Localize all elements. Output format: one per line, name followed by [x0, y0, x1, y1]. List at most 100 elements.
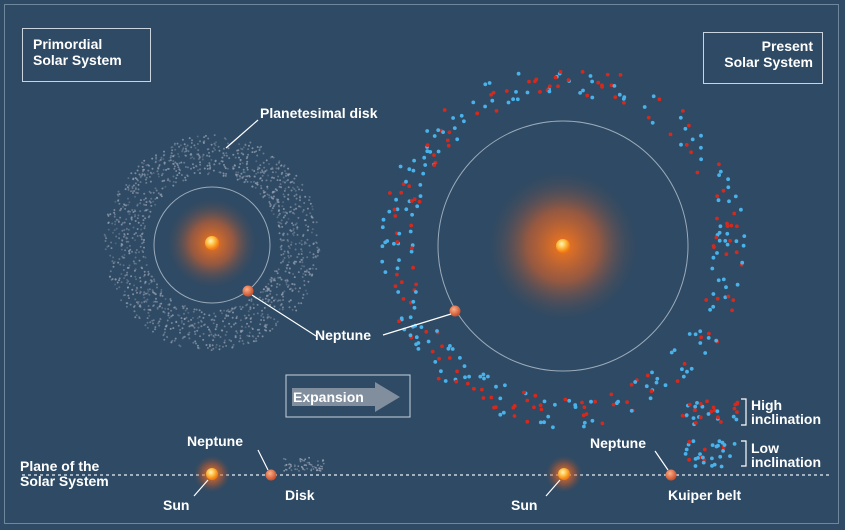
- disk-particle: [275, 198, 278, 201]
- disk-particle: [122, 235, 125, 238]
- disk-particle: [120, 207, 123, 210]
- kuiper-object: [436, 128, 441, 133]
- disk-particle: [292, 273, 295, 275]
- disk-particle: [191, 156, 194, 159]
- kuiper-object: [681, 109, 685, 113]
- disk-particle: [304, 195, 307, 198]
- disk-particle: [135, 314, 138, 317]
- disk-particle: [315, 241, 317, 244]
- disk-particle: [193, 157, 195, 160]
- kuiper-object: [649, 389, 654, 394]
- disk-particle: [284, 222, 287, 225]
- disk-particle: [256, 146, 259, 148]
- disk-particle: [268, 163, 271, 165]
- disk-particle: [249, 320, 252, 323]
- kuiper-object: [383, 270, 388, 274]
- disk-particle: [259, 177, 261, 180]
- disk-particle: [189, 157, 192, 160]
- side-high-inclination-object: [693, 408, 697, 413]
- disk-particle: [210, 318, 213, 321]
- disk-particle: [240, 325, 243, 328]
- side-low-inclination-object: [687, 440, 692, 444]
- side-disk-particle: [284, 458, 287, 461]
- disk-particle: [251, 147, 254, 150]
- disk-particle: [251, 168, 254, 171]
- disk-particle: [253, 151, 256, 153]
- disk-particle: [266, 313, 269, 316]
- disk-particle: [256, 168, 259, 171]
- disk-particle: [263, 319, 265, 322]
- kuiper-object: [407, 184, 412, 189]
- disk-particle: [289, 255, 292, 257]
- high-inclination-bracket: [741, 398, 747, 426]
- disk-particle: [247, 314, 250, 317]
- kuiper-object: [596, 80, 601, 85]
- disk-particle: [214, 334, 217, 337]
- disk-particle: [300, 258, 303, 261]
- disk-particle: [271, 296, 274, 299]
- side-disk-particle: [308, 456, 310, 459]
- kuiper-object: [471, 100, 476, 105]
- disk-particle: [170, 309, 173, 312]
- disk-particle: [242, 146, 245, 149]
- kuiper-object: [463, 375, 467, 380]
- disk-particle: [133, 310, 136, 313]
- disk-particle: [255, 150, 258, 153]
- disk-particle: [145, 204, 148, 206]
- disk-particle: [143, 168, 146, 171]
- kuiper-object: [566, 78, 571, 82]
- disk-particle: [131, 288, 134, 291]
- present-neptune-orbit: [437, 120, 689, 372]
- disk-particle: [262, 152, 265, 155]
- disk-particle: [251, 335, 254, 337]
- kuiper-object: [416, 341, 421, 345]
- disk-particle: [282, 258, 285, 261]
- disk-particle: [188, 325, 191, 328]
- disk-particle: [292, 224, 295, 227]
- disk-particle: [134, 256, 137, 259]
- disk-particle: [264, 285, 267, 288]
- disk-particle: [268, 196, 271, 199]
- kuiper-object: [425, 129, 430, 133]
- kuiper-object: [717, 238, 722, 243]
- disk-particle: [234, 306, 237, 309]
- kuiper-object: [448, 344, 452, 348]
- disk-particle: [125, 237, 128, 240]
- disk-particle: [318, 248, 320, 251]
- disk-particle: [176, 162, 178, 165]
- disk-particle: [295, 193, 298, 196]
- disk-particle: [165, 168, 168, 171]
- disk-particle: [133, 233, 136, 236]
- disk-particle: [187, 311, 190, 314]
- kuiper-object: [392, 207, 397, 212]
- disk-particle: [283, 195, 286, 198]
- disk-particle: [258, 332, 261, 335]
- kuiper-object: [717, 162, 721, 167]
- disk-particle: [183, 143, 186, 146]
- disk-particle: [262, 189, 265, 192]
- disk-particle: [137, 301, 140, 303]
- disk-particle: [133, 269, 136, 272]
- disk-particle: [140, 286, 142, 289]
- kuiper-object: [726, 185, 731, 190]
- kuiper-object: [395, 266, 400, 271]
- kuiper-object: [600, 421, 605, 426]
- disk-particle: [311, 228, 314, 231]
- kuiper-object: [447, 130, 452, 135]
- disk-particle: [135, 191, 138, 194]
- disk-particle: [173, 142, 176, 145]
- disk-particle: [152, 322, 154, 325]
- disk-particle: [194, 333, 197, 336]
- disk-particle: [237, 171, 240, 174]
- kuiper-object: [542, 420, 546, 425]
- disk-particle: [195, 165, 198, 168]
- disk-particle: [298, 242, 301, 245]
- kuiper-object: [675, 379, 680, 383]
- disk-particle: [303, 265, 305, 268]
- side-disk-particle: [322, 459, 325, 462]
- kuiper-object: [462, 119, 466, 124]
- disk-particle: [125, 218, 128, 221]
- side-kuiper-belt: [680, 399, 740, 469]
- disk-particle: [294, 305, 296, 308]
